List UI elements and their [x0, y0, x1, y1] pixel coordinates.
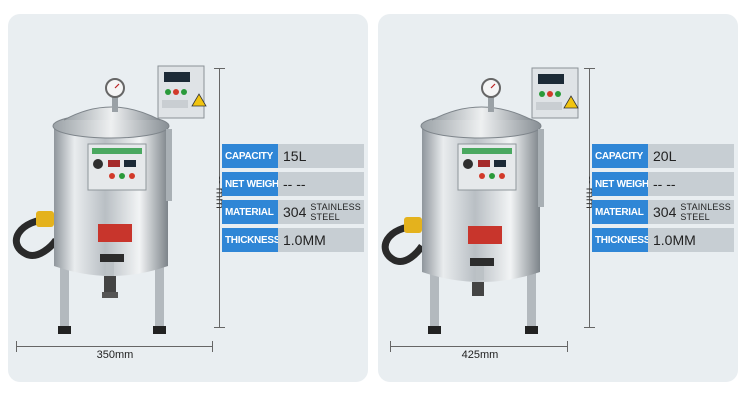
- spec-label: THICKNESS: [592, 228, 650, 252]
- spec-row-thickness: THICKNESS 1.0MM: [222, 228, 364, 252]
- product-card-15l: -- mm 350mm CAPACITY 15L NET WEIGHT -- -…: [8, 14, 368, 382]
- pasteurizer-machine-image: [381, 67, 579, 334]
- height-dimension: -- mm: [584, 68, 597, 328]
- spec-value: -- --: [278, 172, 364, 196]
- height-dimension: -- mm: [214, 68, 227, 328]
- spec-row-capacity: CAPACITY 15L: [222, 144, 364, 168]
- spec-row-net-weight: NET WEIGHT -- --: [592, 172, 734, 196]
- material-type-line1: STAINLESS: [310, 202, 362, 212]
- material-type-line2: STEEL: [680, 212, 710, 222]
- spec-value: -- --: [648, 172, 734, 196]
- width-label: 350mm: [96, 349, 134, 361]
- spec-value: 15L: [278, 144, 364, 168]
- material-type: STAINLESS STEEL: [310, 202, 361, 222]
- pasteurizer-machine-image: [12, 65, 207, 334]
- spec-label: NET WEIGHT: [592, 172, 655, 196]
- spec-label: NET WEIGHT: [222, 172, 285, 196]
- spec-row-thickness: THICKNESS 1.0MM: [592, 228, 734, 252]
- spec-row-net-weight: NET WEIGHT -- --: [222, 172, 364, 196]
- product-card-20l: -- mm 425mm CAPACITY 20L NET WEIGHT -- -…: [378, 14, 738, 382]
- spec-label: CAPACITY: [592, 144, 648, 168]
- spec-label: THICKNESS: [222, 228, 280, 252]
- spec-label: MATERIAL: [222, 200, 278, 224]
- spec-label: MATERIAL: [592, 200, 648, 224]
- material-grade: 304: [653, 204, 677, 220]
- spec-value: 304 STAINLESS STEEL: [278, 200, 364, 224]
- width-dimension: [16, 341, 213, 353]
- spec-row-capacity: CAPACITY 20L: [592, 144, 734, 168]
- spec-table: CAPACITY 15L NET WEIGHT -- -- MATERIAL 3…: [222, 144, 364, 256]
- width-label: 425mm: [461, 349, 499, 361]
- spec-value: 1.0MM: [278, 228, 364, 252]
- material-type-line2: STEEL: [310, 212, 340, 222]
- material-grade: 304: [283, 204, 307, 220]
- width-dimension: [390, 341, 568, 353]
- spec-label: CAPACITY: [222, 144, 278, 168]
- spec-table: CAPACITY 20L NET WEIGHT -- -- MATERIAL 3…: [592, 144, 734, 256]
- material-type-line1: STAINLESS: [680, 202, 732, 212]
- spec-row-material: MATERIAL 304 STAINLESS STEEL: [222, 200, 364, 224]
- spec-row-material: MATERIAL 304 STAINLESS STEEL: [592, 200, 734, 224]
- spec-value: 1.0MM: [648, 228, 734, 252]
- spec-value: 304 STAINLESS STEEL: [648, 200, 734, 224]
- material-type: STAINLESS STEEL: [680, 202, 731, 222]
- spec-value: 20L: [648, 144, 734, 168]
